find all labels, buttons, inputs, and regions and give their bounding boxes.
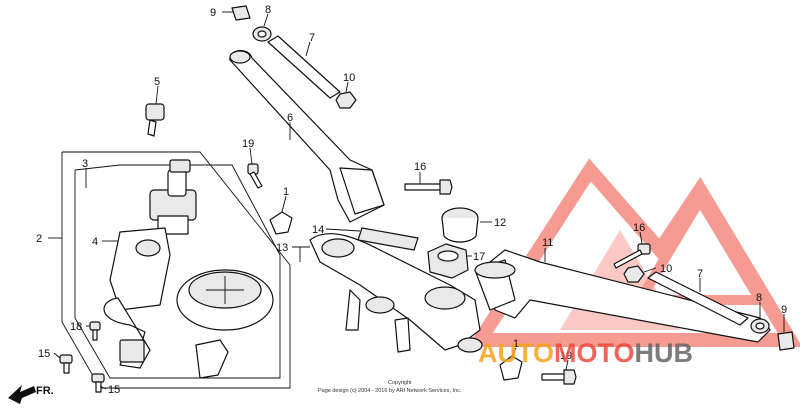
- callout-10a: 10: [343, 72, 355, 84]
- nut-part-10b: [623, 265, 645, 283]
- callout-16a: 16: [414, 161, 426, 173]
- washer-part-8b: [750, 318, 770, 334]
- nut-part-10a: [335, 91, 357, 109]
- bracket-part-1a: [269, 211, 293, 235]
- callout-17: 17: [473, 251, 485, 263]
- callout-9a: 9: [210, 7, 216, 19]
- callout-4: 4: [92, 236, 98, 248]
- callout-12: 12: [494, 217, 506, 229]
- left-handlebar-part-6: [229, 50, 385, 223]
- callout-15b: 15: [108, 384, 120, 396]
- watermark-moto: MOTO: [554, 338, 635, 368]
- copyright-line: Page design (c) 2004 - 2016 by ARI Netwo…: [318, 388, 462, 394]
- key-part-5: [145, 103, 165, 137]
- copyright-title: Copyright: [388, 380, 412, 386]
- bolt-part-19a: [247, 163, 263, 189]
- switch-bracket: [195, 339, 229, 379]
- leader-lines: [48, 11, 785, 390]
- callout-3: 3: [82, 158, 88, 170]
- watermark-hub: HUB: [635, 338, 694, 368]
- callout-5: 5: [154, 76, 160, 88]
- callout-15a: 15: [38, 348, 50, 360]
- top-bridge-part-13: [309, 233, 483, 353]
- screw-part-15a: [59, 354, 73, 374]
- front-direction-arrow: FR.: [8, 385, 54, 404]
- callout-2: 2: [36, 233, 42, 245]
- svg-text:AUTOMOTOHUB: AUTOMOTOHUB: [478, 338, 693, 368]
- stem-nut-part-17: [427, 243, 469, 279]
- bolt-part-19b: [541, 369, 577, 385]
- bracket-part-1b: [499, 355, 523, 381]
- watermark-auto: AUTO: [478, 338, 554, 368]
- callout-11: 11: [542, 237, 553, 249]
- screw-part-15b: [91, 373, 105, 393]
- screw-part-18: [89, 321, 101, 341]
- callout-7b: 7: [697, 268, 703, 280]
- callout-1a: 1: [283, 186, 289, 198]
- callout-19b: 19: [560, 350, 572, 362]
- callout-13: 13: [276, 242, 288, 254]
- pipe-part-7b: [647, 271, 749, 326]
- callout-10b: 10: [660, 263, 672, 275]
- watermark-text: AUTOMOTOHUB: [478, 338, 693, 368]
- cap-part-12: [441, 207, 479, 243]
- callout-1b: 1: [513, 338, 519, 350]
- emblem-part-14: [357, 227, 419, 251]
- switch-body-part-3: [149, 159, 197, 235]
- pipe-part-7a: [267, 35, 341, 99]
- clip-part-9b: [777, 331, 795, 351]
- contact-base-part-4: [103, 227, 171, 369]
- right-handlebar-part-11: [474, 249, 771, 343]
- front-label: FR.: [36, 385, 54, 397]
- callout-9b: 9: [781, 304, 787, 316]
- callout-8b: 8: [756, 292, 762, 304]
- ignition-switch-frame: [61, 151, 291, 389]
- callout-6: 6: [287, 112, 293, 124]
- switch-cover: [176, 269, 274, 331]
- callout-19a: 19: [242, 138, 254, 150]
- bolt-part-16a: [404, 179, 453, 195]
- callout-8a: 8: [265, 4, 271, 16]
- callout-14: 14: [312, 224, 324, 236]
- callout-16b: 16: [633, 222, 645, 234]
- bolt-part-16b: [613, 243, 651, 269]
- callout-18: 18: [70, 321, 82, 333]
- clip-part-9a: [231, 5, 251, 21]
- washer-part-8a: [252, 26, 272, 42]
- callout-7a: 7: [309, 32, 315, 44]
